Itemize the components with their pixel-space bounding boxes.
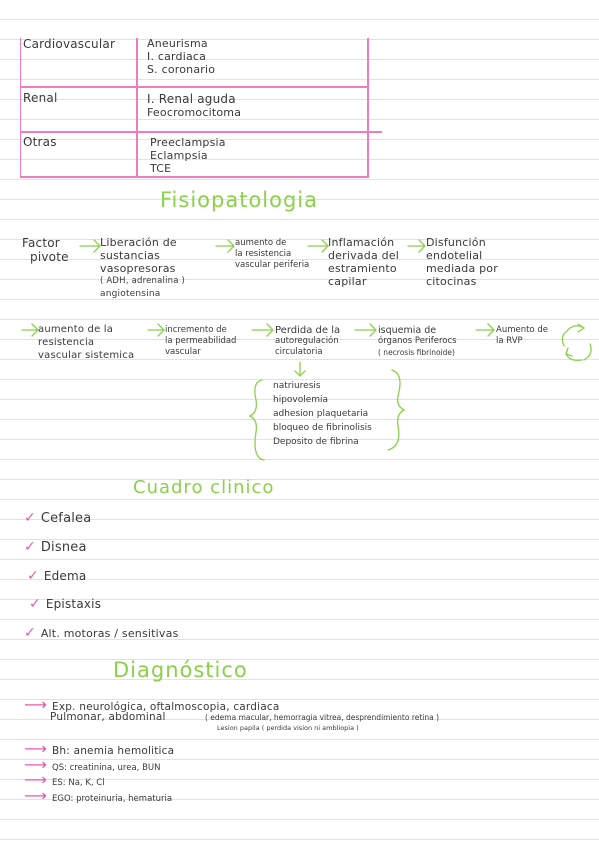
diag-exp-note2: Lesion papila ( perdida vision ni amblio… <box>217 724 359 732</box>
section-title-fisiopatologia: Fisiopatologia <box>160 188 319 212</box>
list-item: Feocromocitoma <box>147 106 242 119</box>
list-item: I. Renal aguda <box>147 92 236 106</box>
list-item: natriuresis <box>273 381 321 391</box>
arrow-right-icon: ⟶ <box>24 695 47 714</box>
brace-left-icon <box>248 379 265 461</box>
flow-incremento: incremento de la permeabilidad vascular <box>165 325 237 357</box>
check-icon: ✓ <box>29 596 41 612</box>
check-icon: ✓ <box>24 510 36 526</box>
list-item: hipovolemia <box>273 395 329 405</box>
list-item: Deposito de fibrina <box>273 437 359 447</box>
table-hline-2 <box>20 131 382 133</box>
list-item: ⟶ QS: creatinina, urea, BUN <box>24 755 161 774</box>
table-row-label: Otras <box>23 135 57 149</box>
list-item: Eclampsia <box>150 149 208 162</box>
check-icon: ✓ <box>24 625 36 641</box>
list-item: I. cardiaca <box>147 50 207 63</box>
list-item: ✓ Cefalea <box>24 510 92 526</box>
table-hline-3 <box>20 176 369 178</box>
arrow-icon <box>147 323 165 337</box>
table-row-items: Preeclampsia Eclampsia TCE <box>150 136 226 175</box>
flow-aumento-rvp: Aumento de la RVP <box>496 325 548 346</box>
list-item: bloqueo de fibrinolisis <box>273 423 372 433</box>
table-row-items: Aneurisma I. cardiaca S. coronario <box>147 37 215 76</box>
check-icon: ✓ <box>24 539 36 555</box>
arrow-icon <box>354 323 377 337</box>
list-item: ⟶ Exp. neurológica, oftalmoscopia, cardi… <box>24 695 280 714</box>
list-item: Preeclampsia <box>150 136 226 149</box>
diag-exp-note1: ( edema macular, hemorragia vitrea, desp… <box>205 713 440 722</box>
table-hline-1 <box>20 86 369 88</box>
arrow-icon <box>407 239 426 253</box>
flow-sub-list: natriuresis hipovolemia adhesion plaquet… <box>273 379 372 449</box>
arrow-icon <box>475 323 495 337</box>
flow-inflamacion: Inflamación derivada del estramiento cap… <box>328 236 400 288</box>
list-item: TCE <box>150 162 172 175</box>
diag-exp-line2: Pulmonar, abdominal <box>50 711 166 723</box>
arrow-right-icon: ⟶ <box>24 739 47 758</box>
list-item: adhesion plaquetaria <box>273 409 369 419</box>
table-row-label: Renal <box>23 91 58 105</box>
list-item: ✓ Alt. motoras / sensitivas <box>24 625 179 641</box>
table-vline-left <box>20 38 21 176</box>
list-item: S. coronario <box>147 63 216 76</box>
arrow-icon <box>21 323 39 337</box>
list-item: Aneurisma <box>147 37 208 50</box>
flow-perdida: Perdida de la autoregulación circulatori… <box>275 325 341 357</box>
list-item: ✓ Epistaxis <box>29 596 102 612</box>
arrow-right-icon: ⟶ <box>24 786 47 805</box>
list-item: ⟶ EGO: proteinuria, hematuria <box>24 786 173 805</box>
check-icon: ✓ <box>27 568 39 584</box>
list-item: ⟶ Bh: anemia hemolitica <box>24 739 175 758</box>
arrow-icon <box>215 239 235 253</box>
arrow-icon <box>307 239 329 253</box>
table-row-label: Cardiovascular <box>23 37 116 51</box>
arrow-right-icon: ⟶ <box>24 755 47 774</box>
arrow-right-icon: ⟶ <box>24 770 47 789</box>
list-item: ✓ Edema <box>27 568 87 584</box>
list-item: ⟶ ES: Na, K, Cl <box>24 770 105 789</box>
flow-aumento-sistemica: aumento de la resistencia vascular siste… <box>38 324 135 361</box>
arrow-icon <box>251 323 274 337</box>
list-item: ✓ Disnea <box>24 539 87 555</box>
section-title-diagnostico: Diagnóstico <box>113 658 248 682</box>
flow-liberacion: Liberación de sustancias vasopresoras ( … <box>100 236 186 299</box>
arrow-icon <box>294 361 306 377</box>
arrow-icon <box>79 239 101 253</box>
flow-disfuncion: Disfunción endotelial mediada por citoci… <box>426 236 498 288</box>
flow-aumento-resistencia: aumento de la resistencia vascular perif… <box>235 238 310 270</box>
flow-factor-pivote: Factor pivote <box>22 236 69 264</box>
flow-isquemia: isquemia de órganos Periferocs ( necrosi… <box>378 325 457 357</box>
brace-right-icon <box>387 369 406 451</box>
cycle-arrows-icon <box>561 323 592 362</box>
table-row-items: I. Renal aguda Feocromocitoma <box>147 92 242 120</box>
section-title-cuadro-clinico: Cuadro clinico <box>133 477 275 498</box>
table-vline-right <box>367 38 369 176</box>
table-vline-mid <box>136 38 138 176</box>
